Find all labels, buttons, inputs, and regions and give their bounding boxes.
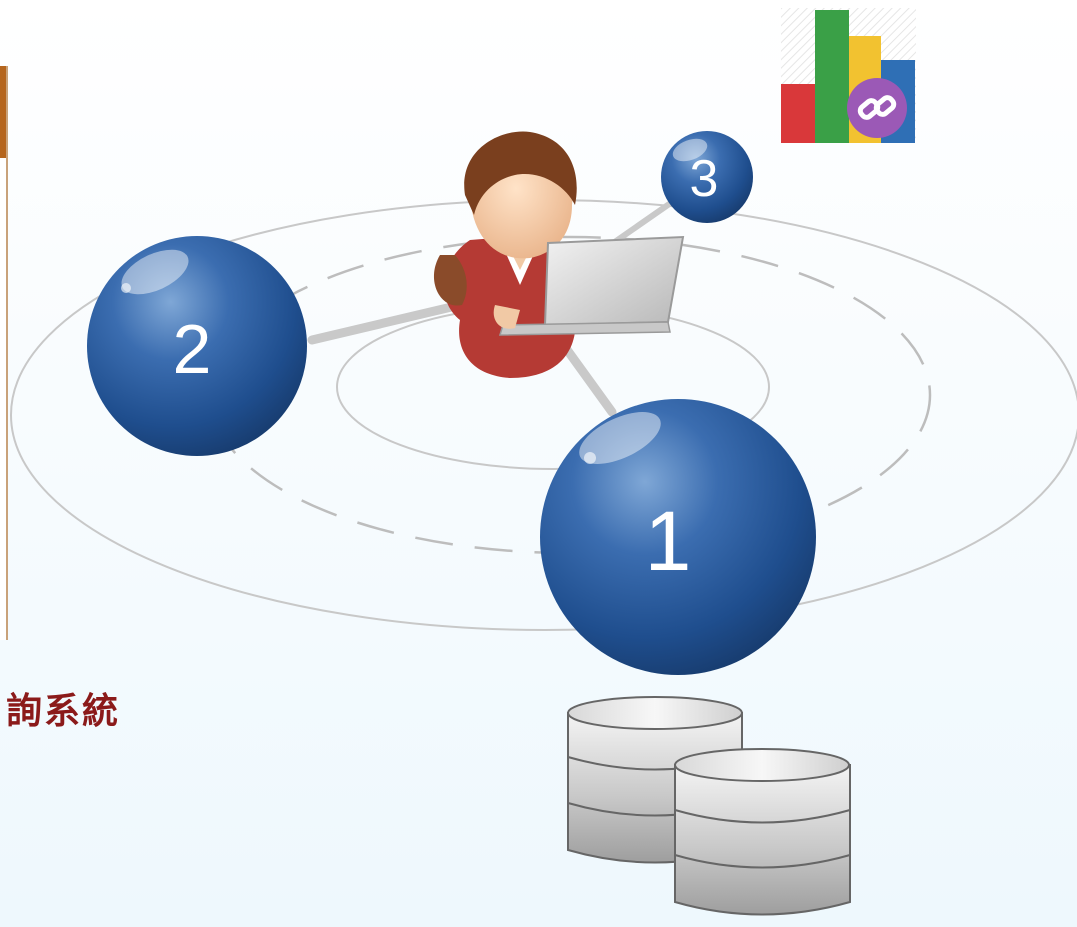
bar-chart-link-icon: [781, 8, 916, 143]
node-1-label: 1: [645, 494, 692, 588]
node-2-label: 2: [173, 310, 212, 388]
node-1-sphere: 1: [540, 399, 816, 675]
node-3-sphere: 3: [661, 131, 753, 223]
connector-user-node-2: [307, 300, 465, 345]
node-3-label: 3: [690, 150, 719, 208]
left-panel-frame: [0, 66, 8, 640]
woman-with-laptop-icon: [433, 131, 685, 378]
database-front: [674, 748, 851, 916]
database-stack-icon: [567, 696, 851, 916]
node-2-sphere: 2: [87, 236, 307, 456]
system-caption: 詢系統: [6, 691, 121, 732]
left-panel-accent: [0, 66, 6, 158]
connector-user-node-1: [555, 335, 617, 417]
